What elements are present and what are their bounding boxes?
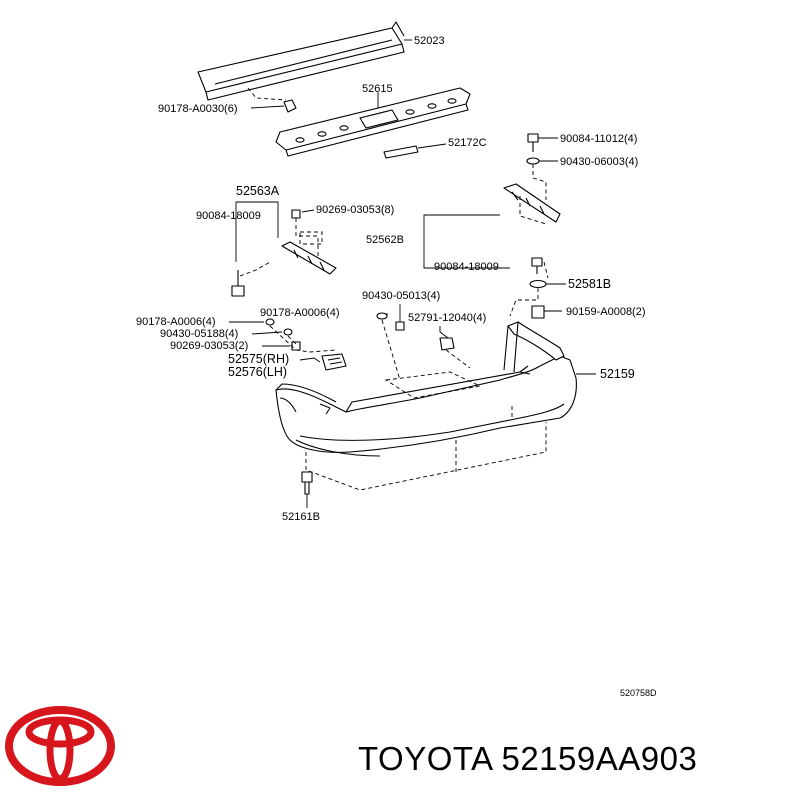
label-52161b: 52161B — [282, 511, 320, 523]
bumper-cover-52159 — [275, 321, 577, 457]
clip-90269-2-icon — [291, 341, 301, 351]
retainer-52563a — [281, 241, 337, 275]
nut-icon — [395, 321, 405, 331]
label-52791-12040: 52791-12040(4) — [408, 312, 486, 324]
bolt-90084-18009-right-icon — [531, 257, 543, 267]
washer-90430-06003-icon — [526, 157, 540, 165]
label-52581b: 52581B — [568, 277, 611, 291]
label-90430-05188: 90430-05188(4) — [160, 328, 238, 340]
label-90084-18009-right: 90084-18009 — [434, 261, 499, 273]
diagram-code: 520758D — [620, 688, 657, 698]
label-90084-11012: 90084-11012(4) — [560, 133, 637, 145]
clip-52161b-icon — [301, 471, 313, 483]
washer-90430-05013-icon — [376, 312, 388, 320]
label-90178-a0030: 90178-A0030(6) — [158, 103, 238, 115]
label-52576: 52576(LH) — [228, 365, 287, 379]
label-90269-03053-2: 90269-03053(2) — [170, 340, 248, 352]
label-90430-06003: 90430-06003(4) — [560, 156, 638, 168]
label-52575: 52575(RH) — [228, 352, 289, 366]
label-52563a: 52563A — [236, 184, 280, 198]
absorber-52615 — [275, 87, 471, 157]
bracket-52575-icon — [321, 353, 347, 371]
washer-90430-05188-icon — [283, 328, 293, 336]
reinforcement-52023 — [197, 21, 405, 101]
label-90430-05013: 90430-05013(4) — [362, 290, 440, 302]
label-52562b: 52562B — [366, 234, 404, 246]
label-90178-a0006-left: 90178-A0006(4) — [136, 316, 216, 328]
label-90269-03053-8: 90269-03053(8) — [316, 204, 394, 216]
fastener-52791-icon — [439, 337, 455, 351]
clip-90178-icon — [283, 99, 297, 113]
retainer-52562b — [503, 183, 561, 223]
label-90084-18009-left: 90084-18009 — [196, 210, 261, 222]
label-52172c: 52172C — [448, 137, 487, 149]
clip-90269-8-icon — [291, 209, 301, 219]
screw-90159-a0008-icon — [531, 305, 545, 319]
label-52615: 52615 — [362, 83, 393, 95]
clip-90178-a0006-left-icon — [265, 318, 275, 326]
bracket-52172c-icon — [383, 145, 419, 159]
bolt-90084-11012-icon — [527, 133, 539, 143]
label-52159: 52159 — [600, 367, 635, 381]
toyota-logo-icon — [5, 706, 115, 786]
label-90159-a0008: 90159-A0008(2) — [566, 306, 646, 318]
bolt-90084-18009-left-icon — [231, 285, 245, 297]
washer-52581b-icon — [529, 279, 547, 289]
footer-title: TOYOTA 52159AA903 — [358, 740, 698, 777]
label-52023: 52023 — [414, 35, 445, 47]
label-90178-a0006-right: 90178-A0006(4) — [260, 307, 340, 319]
